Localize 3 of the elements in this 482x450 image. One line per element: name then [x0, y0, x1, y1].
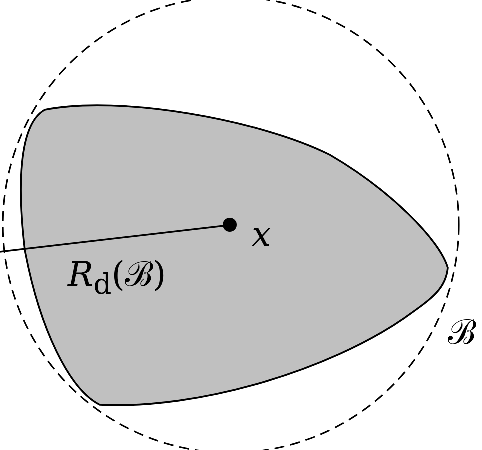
radius-label: R$_{d}$(ℬ) — [68, 258, 166, 300]
point-label: x — [252, 218, 272, 252]
set-label: ℬ — [448, 316, 476, 350]
